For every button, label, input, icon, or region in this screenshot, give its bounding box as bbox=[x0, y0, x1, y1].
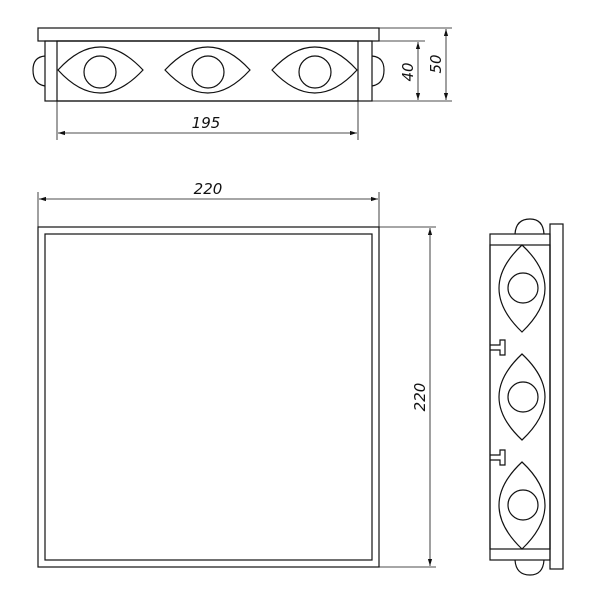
side-view-lens-top bbox=[498, 244, 546, 333]
side-view-notch-upper bbox=[490, 339, 506, 356]
side-view-body bbox=[489, 244, 551, 550]
side-view-lens-bottom bbox=[498, 461, 546, 550]
side-view-lens-middle bbox=[498, 353, 546, 441]
top-view-body bbox=[56, 40, 359, 102]
side-view-back-plate bbox=[549, 223, 564, 570]
front-view-outer-frame bbox=[37, 226, 380, 568]
front-height-label: 220 bbox=[411, 383, 429, 412]
top-height-inner-label: 40 bbox=[399, 62, 417, 81]
top-view-left-nub bbox=[32, 55, 46, 87]
side-view bbox=[489, 218, 564, 576]
top-view-lens-right bbox=[271, 46, 358, 94]
top-width-label: 195 bbox=[192, 114, 221, 132]
front-view-inner-panel bbox=[44, 233, 373, 561]
top-view: 195 40 50 bbox=[32, 27, 452, 140]
top-view-cap-plate bbox=[37, 27, 380, 42]
front-width-label: 220 bbox=[194, 180, 223, 198]
side-view-notch-lower bbox=[490, 449, 506, 466]
top-view-lens-left bbox=[57, 46, 144, 94]
top-view-right-nub bbox=[371, 55, 385, 87]
side-view-bottom-nub bbox=[514, 559, 545, 576]
top-height-outer-label: 50 bbox=[427, 54, 445, 73]
side-view-top-nub bbox=[514, 218, 545, 235]
top-view-lens-middle bbox=[164, 46, 251, 94]
front-view: 220 220 bbox=[37, 180, 436, 568]
